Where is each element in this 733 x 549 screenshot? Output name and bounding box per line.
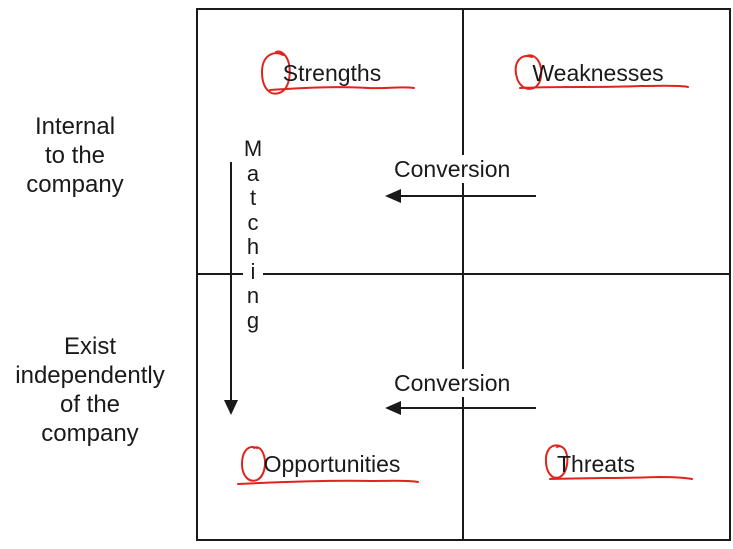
conversion-label-bottom: Conversion (392, 369, 513, 397)
row-label-internal: Internal to the company (26, 113, 124, 198)
conversion-arrow-top-head (385, 189, 401, 203)
matching-letter: n (243, 284, 263, 308)
conversion-arrow-bottom-head (385, 401, 401, 415)
matching-letter: g (243, 308, 263, 333)
matching-letter: c (243, 210, 263, 235)
strengths-underline (269, 86, 415, 91)
quadrant-threats: Threats (557, 451, 635, 477)
matching-arrow-head (224, 400, 238, 415)
threats-underline (549, 475, 693, 480)
matching-letter: h (243, 235, 263, 259)
opportunities-underline (237, 479, 419, 485)
matching-letter: i (243, 259, 263, 284)
quadrant-weaknesses: Weaknesses (532, 60, 664, 86)
matching-letter: a (243, 161, 263, 186)
matching-letter: M (243, 136, 263, 161)
row-label-external: Exist independently of the company (15, 333, 165, 447)
quadrant-opportunities: Opportunities (263, 451, 401, 477)
opportunities-initial-circle (240, 446, 266, 482)
matching-letter: t (243, 186, 263, 210)
conversion-label-top: Conversion (392, 155, 513, 183)
quadrant-strengths: Strengths (282, 60, 382, 86)
strengths-initial-circle (260, 50, 291, 95)
weaknesses-underline (519, 84, 689, 89)
threats-initial-circle (544, 444, 569, 479)
